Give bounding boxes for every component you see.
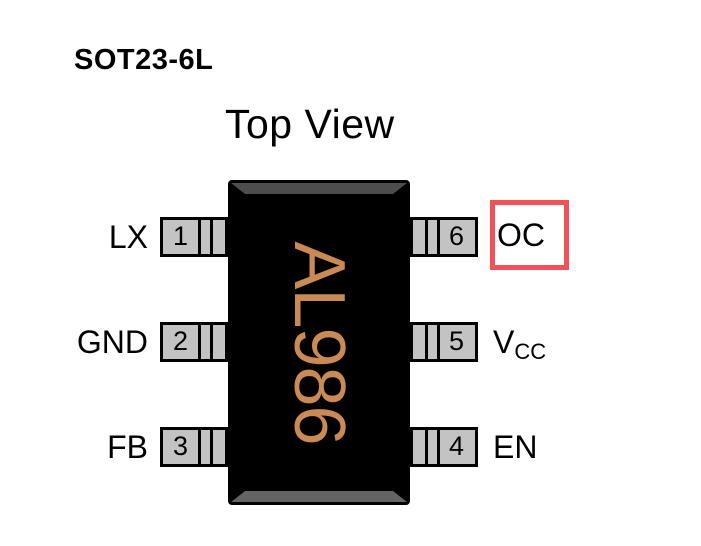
pin-6-number: 6: [448, 221, 465, 251]
pin-3-number: 3: [172, 431, 189, 461]
pin-divider: [210, 325, 213, 359]
pin-6: 6: [410, 217, 478, 257]
chip-body: AL986: [228, 180, 410, 505]
pin-2: 2: [160, 322, 228, 362]
pin-label-vcc-subscript: CC: [514, 339, 547, 364]
chip-part-number: AL986: [279, 240, 359, 445]
pin-divider: [437, 325, 440, 359]
pin-5-number: 5: [448, 326, 465, 356]
pin-divider: [437, 220, 440, 254]
pin-3: 3: [160, 427, 228, 467]
pin-1: 1: [160, 217, 228, 257]
pin-1-number: 1: [172, 221, 189, 251]
pin-divider: [198, 430, 201, 464]
pin-divider: [425, 220, 428, 254]
chip-bottom-bevel: [231, 491, 407, 502]
pin-label-fb: FB: [107, 429, 148, 465]
pin-divider: [210, 220, 213, 254]
pin-4-number: 4: [448, 431, 465, 461]
pin-5: 5: [410, 322, 478, 362]
highlight-box-oc: OC: [490, 200, 569, 270]
pin-4: 4: [410, 427, 478, 467]
pin-2-number: 2: [172, 326, 189, 356]
pin-label-oc: OC: [497, 217, 545, 253]
pin-divider: [210, 430, 213, 464]
chip-top-bevel: [231, 183, 407, 194]
pin-label-en: EN: [493, 429, 538, 465]
pin-divider: [437, 430, 440, 464]
pin-divider: [425, 430, 428, 464]
pin-divider: [425, 325, 428, 359]
pin-label-vcc: VCC: [493, 322, 547, 364]
view-title: Top View: [225, 101, 395, 147]
pin-label-lx: LX: [108, 219, 148, 255]
pin-label-vcc-main: V: [493, 324, 515, 360]
package-name: SOT23-6L: [74, 44, 214, 76]
pin-divider: [198, 220, 201, 254]
pin-divider: [198, 325, 201, 359]
pin-label-gnd: GND: [76, 324, 148, 360]
